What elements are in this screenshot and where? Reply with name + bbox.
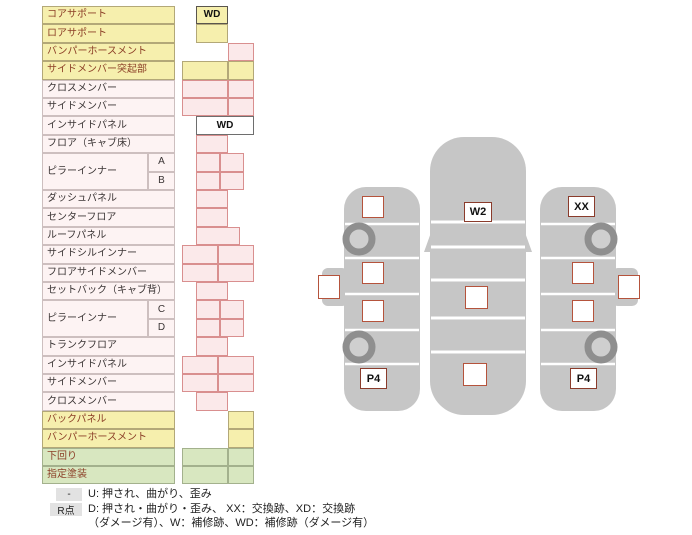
part-label: 指定塗装 [42, 466, 175, 485]
marker-left-front-door[interactable] [362, 262, 384, 284]
damage-cell[interactable] [228, 447, 254, 466]
part-label: フロア（キャブ床） [42, 134, 175, 154]
marker-right-mirror[interactable] [618, 275, 640, 299]
part-label: サイドメンバー [42, 98, 175, 117]
damage-cell[interactable] [196, 300, 220, 319]
marker-center-front[interactable]: W2 [464, 202, 492, 222]
part-sub-label: C [148, 300, 175, 319]
marker-left-mirror[interactable] [318, 275, 340, 299]
car-top-view [424, 137, 532, 415]
part-label: フロアサイドメンバー [42, 263, 175, 282]
marker-left-rear-door[interactable] [362, 300, 384, 322]
damage-cell[interactable] [220, 318, 244, 338]
damage-cell[interactable] [182, 263, 218, 282]
part-label: インサイドパネル [42, 355, 175, 374]
marker-left-rear-quarter[interactable]: P4 [360, 368, 387, 389]
damage-cell[interactable] [220, 153, 244, 172]
part-label: バックパネル [42, 410, 175, 430]
part-label: トランクフロア [42, 337, 175, 356]
legend-text-continued: （ダメージ有）、W：補修跡、WD：補修跡（ダメージ有） [88, 517, 375, 529]
part-sub-label: B [148, 171, 175, 190]
damage-cell[interactable] [228, 410, 254, 430]
part-label: サイドメンバー [42, 374, 175, 393]
part-label: セットバック（キャブ背） [42, 282, 175, 301]
part-label: センターフロア [42, 208, 175, 227]
marker-center-middle[interactable] [465, 286, 488, 309]
top-view-panel-lines [431, 220, 525, 354]
damage-cell[interactable] [196, 282, 228, 301]
damage-cell[interactable] [196, 208, 228, 227]
part-label: ピラーインナー [42, 153, 148, 190]
marker-right-front-door[interactable] [572, 262, 594, 284]
damage-cell[interactable] [218, 263, 254, 282]
part-label: コアサポート [42, 6, 175, 25]
legend-text-d: D: 押され・曲がり・歪み、 XX：交換跡、XD：交換跡 [88, 503, 356, 515]
legend-text-u: U: 押され、曲がり、歪み [88, 488, 212, 500]
damage-cell[interactable]: WD [196, 6, 228, 25]
damage-cell[interactable] [182, 61, 228, 80]
damage-cell[interactable] [228, 42, 254, 62]
damage-cell[interactable] [182, 374, 218, 393]
damage-cell[interactable] [196, 190, 228, 209]
legend-badge-dash: - [56, 488, 82, 501]
car-left-side-view [322, 187, 420, 411]
damage-cell[interactable] [182, 355, 218, 374]
damage-cell[interactable] [196, 318, 220, 338]
damage-cell[interactable] [220, 300, 244, 319]
damage-cell[interactable] [228, 61, 254, 80]
damage-cell[interactable] [228, 466, 254, 485]
damage-cell[interactable] [218, 245, 254, 264]
damage-cell[interactable] [196, 134, 228, 154]
part-label: バンパーホースメント [42, 42, 175, 62]
part-sub-label: D [148, 318, 175, 338]
marker-right-front-fender[interactable]: XX [568, 196, 595, 217]
damage-cell[interactable] [228, 98, 254, 117]
damage-cell[interactable] [218, 355, 254, 374]
left-front-wheel [342, 222, 376, 256]
right-front-wheel [584, 222, 618, 256]
damage-cell[interactable] [182, 447, 228, 466]
damage-cell[interactable] [196, 153, 220, 172]
part-label: クロスメンバー [42, 79, 175, 98]
damage-cell[interactable] [228, 79, 254, 98]
damage-cell[interactable] [182, 79, 228, 98]
marker-center-rear[interactable] [463, 363, 487, 386]
part-label: サイドメンバー突起部 [42, 61, 175, 80]
damage-cell[interactable] [182, 466, 228, 485]
part-label: ピラーインナー [42, 300, 148, 338]
damage-cell[interactable] [218, 374, 254, 393]
damage-cell[interactable] [196, 226, 240, 246]
damage-cell[interactable] [196, 392, 228, 411]
part-label: サイドシルインナー [42, 245, 175, 264]
part-label: 下回り [42, 447, 175, 466]
part-sub-label: A [148, 153, 175, 172]
part-label: バンパーホースメント [42, 429, 175, 448]
damage-cell[interactable] [182, 245, 218, 264]
marker-right-rear-door[interactable] [572, 300, 594, 322]
damage-cell[interactable] [220, 171, 244, 190]
right-rear-wheel [584, 330, 618, 364]
part-label: ルーフパネル [42, 226, 175, 246]
damage-cell[interactable] [196, 24, 228, 43]
legend-badge-rpoint: R点 [50, 503, 82, 517]
damage-cell[interactable] [228, 429, 254, 448]
damage-cell[interactable] [182, 98, 228, 117]
part-label: クロスメンバー [42, 392, 175, 411]
damage-cell[interactable] [196, 171, 220, 190]
damage-cell[interactable] [196, 337, 228, 356]
part-label: インサイドパネル [42, 116, 175, 135]
damage-cell[interactable]: WD [196, 116, 254, 135]
right-side-panel-lines [541, 222, 615, 366]
marker-left-front-fender[interactable] [362, 196, 384, 218]
part-label: ロアサポート [42, 24, 175, 43]
part-label: ダッシュパネル [42, 190, 175, 209]
marker-right-rear-quarter[interactable]: P4 [570, 368, 597, 389]
left-rear-wheel [342, 330, 376, 364]
top-view-body [430, 137, 526, 415]
